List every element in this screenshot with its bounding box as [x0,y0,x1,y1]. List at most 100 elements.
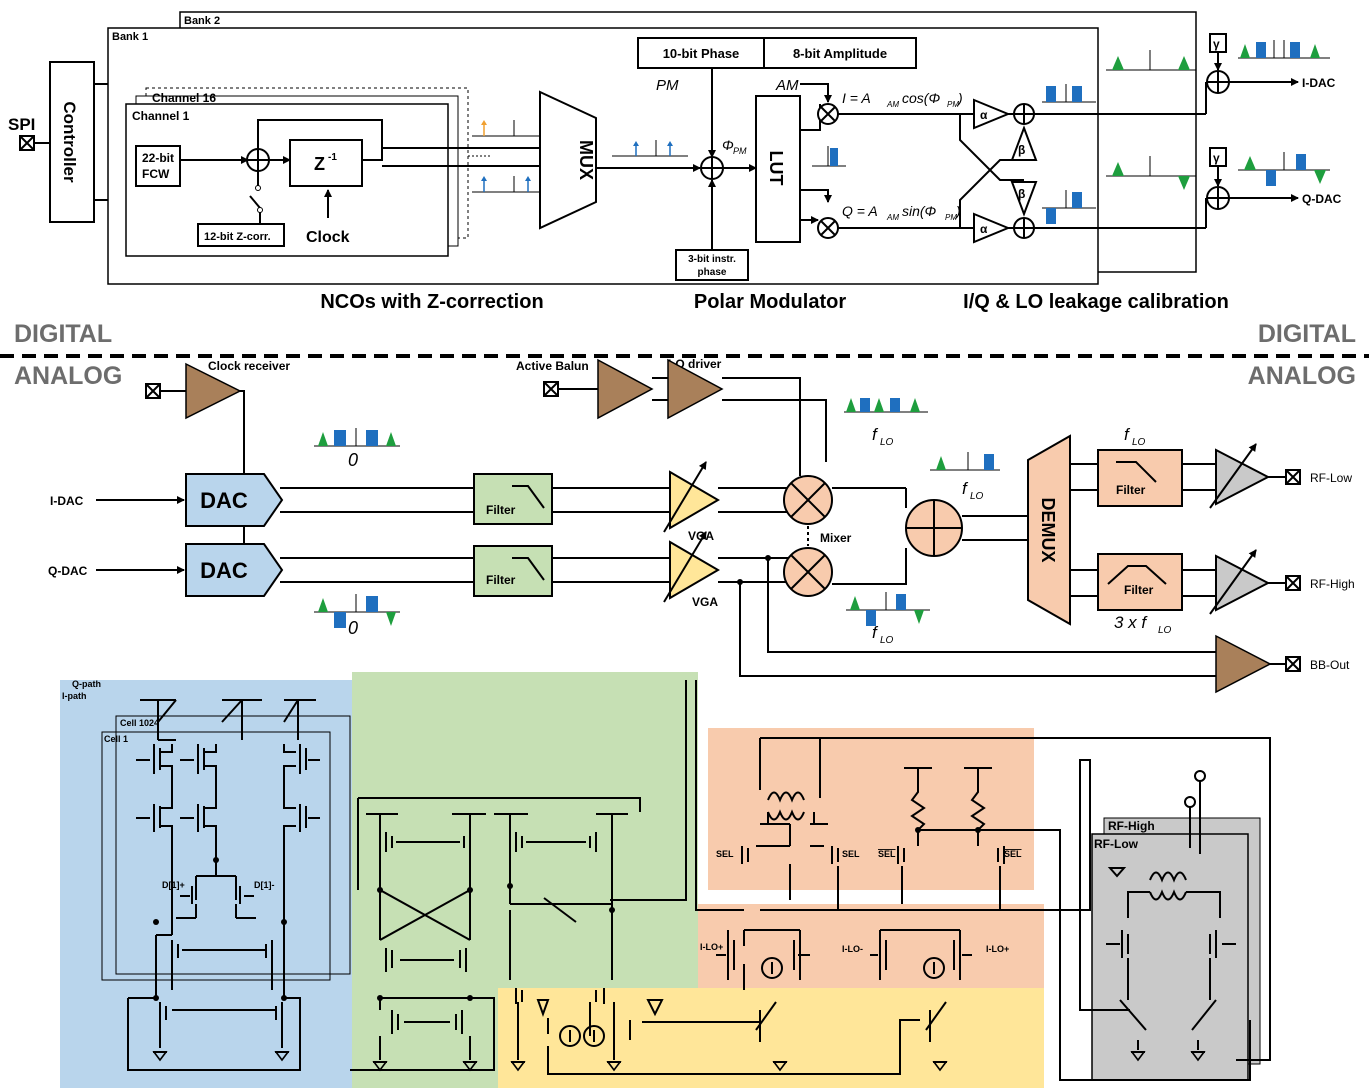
z-label: Z [314,154,325,174]
demux-label: DEMUX [1038,497,1058,562]
bank2-label: Bank 2 [184,15,220,27]
zcorr-label: 12-bit Z-corr. [204,231,271,243]
i-dac-block [185,473,284,527]
i-eq-2: AM [886,100,899,109]
ilo-plus-left: I-LO+ [700,942,723,952]
circuit-rf-high-label: RF-High [1108,819,1155,833]
spectrum-lut [812,146,846,167]
lut-label: LUT [766,151,786,186]
spectrum-analog-q [314,594,400,628]
rf-high-filter-label: Filter [1124,583,1154,597]
switch-circuit [741,737,1271,1081]
zero-i: 0 [348,450,358,470]
vga-bias [517,999,947,1075]
spectrum-blue-mux [612,140,688,157]
three-flo: 3 x f [1114,613,1148,632]
lut [755,95,801,243]
rf-low-filter-label: Filter [1116,483,1146,497]
cell1024-label: Cell 1024 [120,718,159,728]
lo-driver-amp [667,358,724,420]
mux-label: MUX [576,140,596,180]
gamma-q-label: γ [1213,151,1220,165]
selb-right: SEL [1004,849,1022,859]
alpha-q-label: α [980,222,988,236]
spectrum-mixer-sum [930,452,1000,471]
circuit-section: RF-High RF-Low Q-path I-path Cell 1024 C… [60,672,1271,1088]
demux [1027,434,1071,626]
divider-digital-right: DIGITAL [1258,320,1356,348]
idac-out-label: I-DAC [1302,76,1336,90]
spectrum-leak-q [1106,156,1196,190]
instr-line1: 3-bit instr. [688,254,736,265]
am-label: AM [775,77,799,94]
fcw-line2: FCW [142,167,170,181]
mixer-label: Mixer [820,531,852,545]
spectrum-blue-nco [472,176,552,193]
fcw-line1: 22-bit [142,151,174,165]
i-eq-5: ) [956,90,963,106]
phase-label: 10-bit Phase [663,46,740,61]
sel-mid: SEL [842,849,860,859]
phi-label: Φ [722,137,734,153]
rf-high-filter [1097,553,1183,611]
filter-circuit [350,680,744,1071]
sel-left: SEL [716,849,734,859]
i-eq-3: cos(Φ [902,90,940,106]
ilo-minus: I-LO- [842,944,863,954]
flo-3: f [872,623,879,642]
z-sup: -1 [328,152,337,163]
clock-receiver-amp [185,362,242,420]
q-filter [473,545,553,597]
spectrum-out-i [1238,40,1330,59]
mixer-region [698,904,1044,988]
rf-high-amp [1215,554,1271,612]
active-balun-amp [597,358,654,420]
analog-qdac-in: Q-DAC [48,564,88,578]
three-flo-sub: LO [1158,625,1172,636]
alpha-q [973,212,1011,244]
cell1-label: Cell 1 [104,734,128,744]
z-register [289,139,363,187]
channel16-label: Channel 16 [152,91,216,105]
q-filter-label: Filter [486,573,516,587]
divider-digital-left: DIGITAL [14,320,112,348]
rf-low-region [1091,833,1249,1081]
spectrum-analog-i [314,428,400,447]
clock-receiver-label: Clock receiver [208,359,290,373]
bb-out-amp [1215,634,1272,694]
divider-analog-left: ANALOG [14,362,122,390]
q-dac-block [185,543,284,597]
selb-left: SEL [878,849,896,859]
i-vga [669,470,720,530]
phi-sub: PM [733,146,747,156]
divider-analog-right: ANALOG [1248,362,1356,390]
bank1-label: Bank 1 [112,31,148,43]
zero-q: 0 [348,618,358,638]
q-eq-1: Q = A [842,203,878,219]
i-filter-label: Filter [486,503,516,517]
gamma-i-label: γ [1213,37,1220,51]
i-eq-4: PM [947,100,959,109]
flo-filter-sub: LO [1132,437,1146,448]
domain-divider: DIGITAL DIGITAL ANALOG ANALOG [0,320,1369,390]
spectrum-mixer-bottom [846,592,930,626]
beta-upper-label: β [1018,143,1025,157]
i-path-label: I-path [62,691,87,701]
q-eq-5: ) [954,203,961,219]
mixer-circuit [716,929,972,990]
spectrum-out-q [1238,152,1330,186]
alpha-i-label: α [980,108,988,122]
flo-3-sub: LO [880,635,894,646]
controller-label: Controller [60,101,79,183]
phase-box [637,37,765,69]
fcw-box [135,145,181,187]
q-eq-2: AM [886,213,899,222]
flo-1: f [872,425,879,444]
rf-low-filter [1097,449,1183,507]
rf-low-amp [1215,448,1271,506]
spectrum-iq-i [1042,84,1096,103]
d1m-label: D[1]- [254,880,275,890]
bb-out-label: BB-Out [1310,658,1350,672]
i-dac-label: DAC [200,488,248,513]
